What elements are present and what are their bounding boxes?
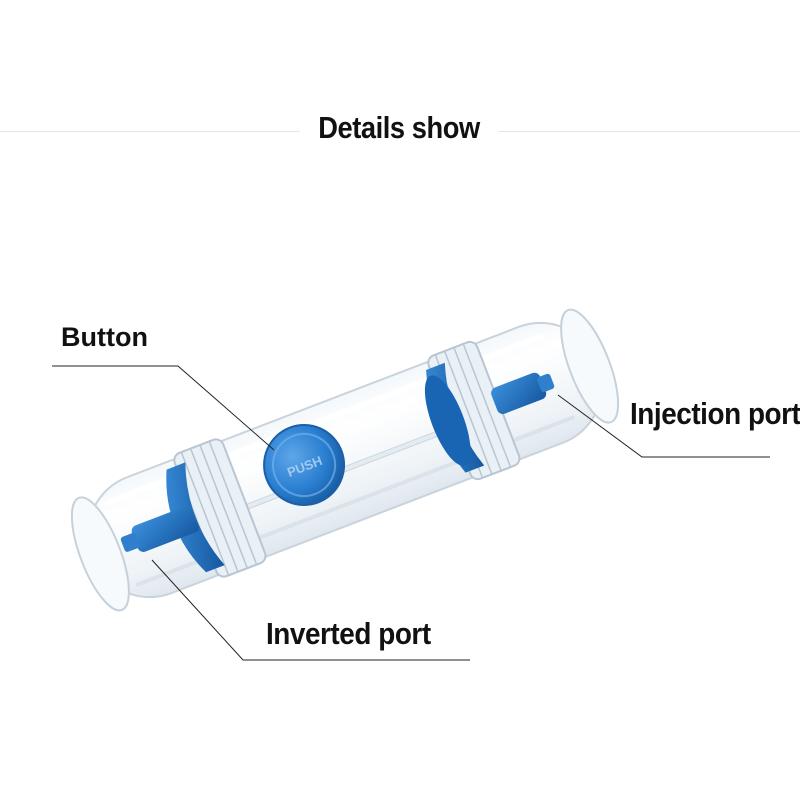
header-rule-right xyxy=(498,131,800,132)
injection-port-leader-line xyxy=(557,394,770,458)
callout-button-label: Button xyxy=(61,322,148,352)
callout-injection-port-label: Injection port xyxy=(630,396,800,431)
button-leader-line xyxy=(52,365,275,451)
push-button: PUSH xyxy=(263,423,346,506)
inverted-port xyxy=(120,462,225,573)
page-title: Details show xyxy=(318,110,480,145)
tube-body: PUSH xyxy=(70,308,620,612)
inverted-port-leader-line xyxy=(151,559,470,661)
injection-port xyxy=(424,362,555,473)
header-rule-left xyxy=(0,131,300,132)
callout-inverted-port-label: Inverted port xyxy=(266,616,431,651)
